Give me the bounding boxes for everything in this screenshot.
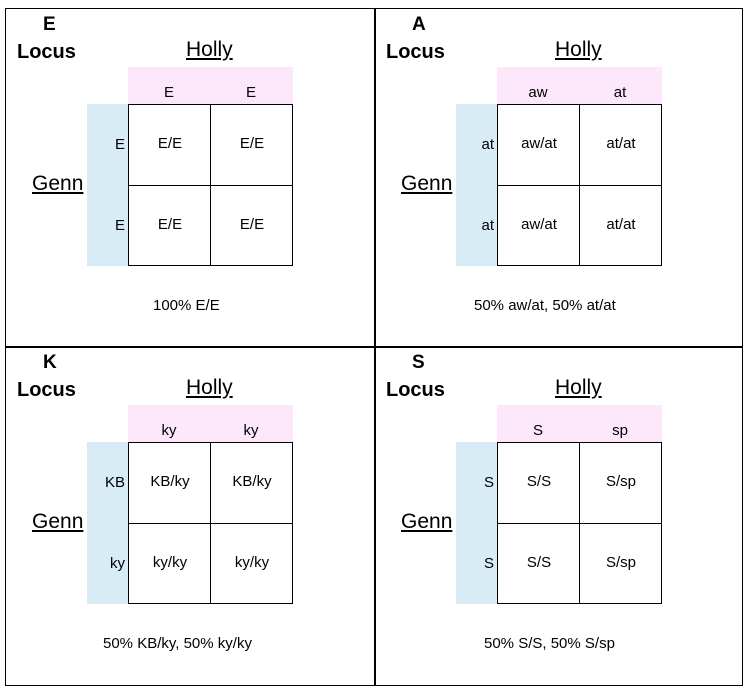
- genotype-cell: E/E: [157, 135, 183, 152]
- punnett-cells: KB/ky KB/ky ky/ky ky/ky: [128, 442, 293, 604]
- cell-divider: [498, 185, 661, 187]
- punnett-cells: E/E E/E E/E E/E: [128, 104, 293, 266]
- row-allele: E: [114, 217, 125, 234]
- col-allele: ky: [161, 422, 177, 439]
- result-summary: 50% aw/at, 50% at/at: [474, 297, 616, 314]
- col-allele: at: [613, 84, 627, 101]
- parent-top-label: Holly: [555, 376, 602, 399]
- top-parent-allele-band: [497, 67, 662, 104]
- locus-letter: E: [43, 14, 56, 35]
- top-parent-allele-band: [128, 405, 293, 442]
- genotype-cell: at/at: [606, 216, 636, 233]
- row-allele: E: [114, 136, 125, 153]
- locus-letter: S: [412, 352, 425, 373]
- parent-left-label: Genn: [401, 510, 453, 533]
- cell-divider: [498, 523, 661, 525]
- row-allele: at: [481, 136, 494, 153]
- grid-divider-horizontal: [5, 346, 743, 348]
- result-summary: 50% KB/ky, 50% ky/ky: [103, 635, 252, 652]
- col-allele: S: [532, 422, 543, 439]
- result-summary: 100% E/E: [153, 297, 220, 314]
- left-parent-allele-band: [456, 104, 497, 266]
- top-parent-allele-band: [128, 67, 293, 104]
- left-parent-allele-band: [456, 442, 497, 604]
- parent-top-label: Holly: [186, 38, 233, 61]
- genotype-cell: S/sp: [605, 554, 636, 571]
- genotype-cell: S/sp: [605, 473, 636, 490]
- row-allele: at: [481, 217, 494, 234]
- row-allele: KB: [104, 474, 125, 491]
- cell-divider: [129, 523, 292, 525]
- locus-label: Locus: [17, 379, 76, 401]
- row-allele: ky: [110, 555, 125, 572]
- genotype-cell: aw/at: [521, 216, 557, 233]
- left-parent-allele-band: [87, 104, 128, 266]
- locus-label: Locus: [17, 41, 76, 63]
- punnett-cells: aw/at at/at aw/at at/at: [497, 104, 662, 266]
- col-allele: E: [163, 84, 174, 101]
- parent-left-label: Genn: [32, 510, 84, 533]
- result-summary: 50% S/S, 50% S/sp: [484, 635, 615, 652]
- top-parent-allele-band: [497, 405, 662, 442]
- col-allele: E: [245, 84, 256, 101]
- col-allele: aw: [528, 84, 548, 101]
- col-allele: ky: [243, 422, 259, 439]
- genotype-cell: S/S: [526, 554, 552, 571]
- parent-left-label: Genn: [401, 172, 453, 195]
- parent-left-label: Genn: [32, 172, 84, 195]
- parent-top-label: Holly: [186, 376, 233, 399]
- row-allele: S: [483, 555, 494, 572]
- row-allele: S: [483, 474, 494, 491]
- col-allele: sp: [612, 422, 628, 439]
- genotype-cell: E/E: [157, 216, 183, 233]
- locus-letter: K: [43, 352, 57, 373]
- locus-label: Locus: [386, 379, 445, 401]
- cell-divider: [129, 185, 292, 187]
- genotype-cell: ky/ky: [234, 554, 270, 571]
- locus-letter: A: [412, 14, 426, 35]
- genotype-cell: KB/ky: [232, 473, 272, 490]
- genotype-cell: E/E: [239, 216, 265, 233]
- locus-label: Locus: [386, 41, 445, 63]
- parent-top-label: Holly: [555, 38, 602, 61]
- genotype-cell: aw/at: [521, 135, 557, 152]
- genotype-cell: KB/ky: [150, 473, 190, 490]
- left-parent-allele-band: [87, 442, 128, 604]
- genotype-cell: at/at: [606, 135, 636, 152]
- genotype-cell: S/S: [526, 473, 552, 490]
- genotype-cell: E/E: [239, 135, 265, 152]
- genotype-cell: ky/ky: [152, 554, 188, 571]
